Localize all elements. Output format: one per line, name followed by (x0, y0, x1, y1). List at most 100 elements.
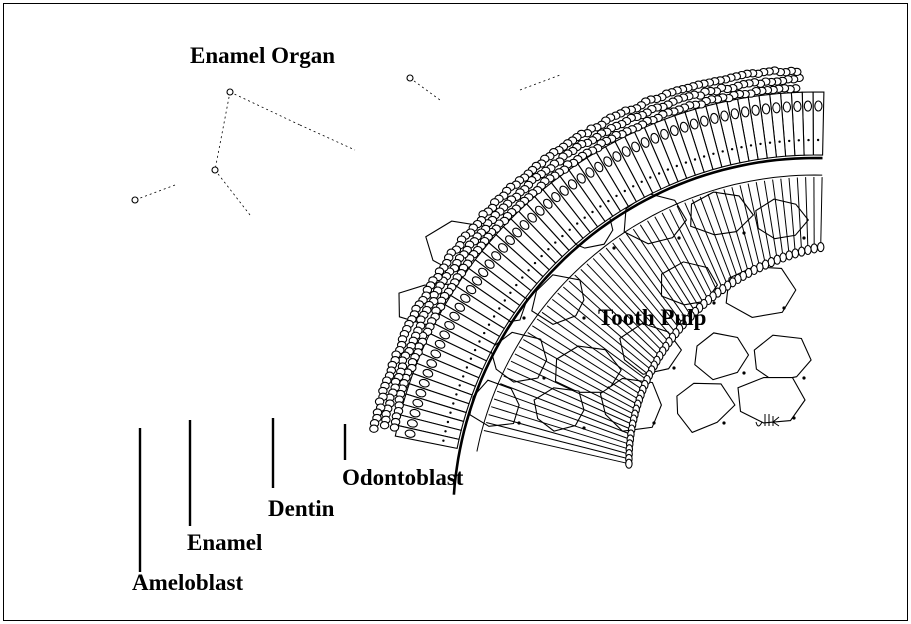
stellate-strand (230, 92, 300, 125)
ameloblast-dot (703, 155, 705, 157)
enamel-label: Enamel (187, 530, 262, 555)
ameloblast-nucleus (815, 101, 822, 111)
ameloblast-dot (667, 168, 669, 170)
tooth-pulp-label: Tooth Pulp (598, 305, 706, 330)
pulp-nucleus (712, 301, 715, 304)
odontoblast-nucleus (626, 459, 632, 468)
ameloblast-dot (778, 141, 780, 143)
pulp-cell (532, 275, 584, 325)
pulp-nucleus (722, 421, 725, 424)
ameloblast-nucleus (772, 102, 780, 113)
ameloblast-dot (478, 340, 480, 342)
ameloblast-dot (459, 384, 461, 386)
odontoblast-nucleus (798, 247, 804, 256)
stellate-strand (135, 185, 175, 200)
ameloblast-dot (624, 190, 626, 192)
odontoblast-process (806, 177, 808, 250)
ameloblast-label: Ameloblast (132, 570, 244, 595)
pulp-nucleus (652, 421, 655, 424)
ameloblast-dot (694, 158, 696, 160)
stellate-strand (215, 170, 250, 215)
ameloblast-dot (447, 421, 449, 423)
ameloblast-dot (817, 139, 819, 141)
ameloblast-nucleus (794, 101, 802, 111)
pulp-cell (738, 378, 805, 423)
ameloblast-dot (462, 375, 464, 377)
ameloblast-dot (641, 181, 643, 183)
stellate-strand (300, 125, 355, 150)
ameloblast-dot (685, 161, 687, 163)
pulp-nucleus (677, 236, 680, 239)
pulp-cell (677, 383, 735, 432)
odontoblast-nucleus (805, 246, 811, 255)
ameloblast-dot (442, 440, 444, 442)
ameloblast-dot (474, 349, 476, 351)
pulp-nucleus (742, 371, 745, 374)
ameloblast-dot (509, 292, 511, 294)
stellate-cell (227, 89, 233, 95)
ameloblast-dot (731, 148, 733, 150)
dentin-label: Dentin (268, 496, 335, 521)
ameloblast-dot (591, 211, 593, 213)
outer-cell (390, 424, 398, 431)
ameloblast-dot (470, 358, 472, 360)
ameloblast-dot (740, 146, 742, 148)
stellate-reticulum (132, 75, 560, 215)
pulp-nucleus (582, 316, 585, 319)
stellate-strand (520, 75, 560, 90)
ameloblast-dot (527, 269, 529, 271)
ameloblast-dot (521, 276, 523, 278)
ameloblast-dot (504, 299, 506, 301)
ameloblast-dot (722, 150, 724, 152)
ameloblast-dot (788, 140, 790, 142)
ameloblast-dot (798, 139, 800, 141)
ameloblast-dot (649, 176, 651, 178)
ameloblast-dot (750, 144, 752, 146)
ameloblast-dot (676, 165, 678, 167)
ameloblast-dot (607, 200, 609, 202)
ameloblast-dot (554, 241, 556, 243)
odontoblast-label: Odontoblast (342, 465, 464, 490)
ameloblast-dot (584, 217, 586, 219)
ameloblast-dot (569, 229, 571, 231)
ameloblast-dot (466, 366, 468, 368)
ameloblast-dot (498, 307, 500, 309)
ameloblast-dot (540, 255, 542, 257)
ameloblast-dot (547, 248, 549, 250)
ameloblast-dot (712, 153, 714, 155)
pulp-nucleus (782, 306, 785, 309)
odontoblast-nucleus (818, 243, 824, 252)
ameloblast-dot (632, 185, 634, 187)
odontoblast-process (821, 177, 822, 247)
pulp-nucleus (792, 416, 795, 419)
pulp-cell (534, 388, 584, 431)
odontoblast-nucleus (811, 244, 817, 253)
ameloblast-dot (534, 262, 536, 264)
ameloblast-dot (561, 235, 563, 237)
stellate-cell (212, 167, 218, 173)
pulp-cell (754, 335, 811, 381)
ameloblast-dot (493, 315, 495, 317)
outer-cell (380, 422, 388, 429)
pulp-cell (695, 333, 749, 380)
ameloblast-dot (483, 332, 485, 334)
ameloblast-dot (807, 139, 809, 141)
ameloblast-dot (452, 402, 454, 404)
pulp-cell (691, 192, 754, 235)
stellate-strand (410, 78, 440, 100)
ameloblast-dot (515, 284, 517, 286)
odontoblast-process (484, 431, 629, 464)
enamel-organ-label: Enamel Organ (190, 43, 335, 68)
ameloblast-dot (449, 412, 451, 414)
ameloblast-dot (488, 324, 490, 326)
pulp-nucleus (802, 236, 805, 239)
outer-cell (370, 425, 378, 432)
stellate-cell (407, 75, 413, 81)
ameloblast-dot (615, 195, 617, 197)
pulp-nucleus (672, 366, 675, 369)
ameloblast-dot (444, 430, 446, 432)
pulp-nucleus (522, 316, 525, 319)
stellate-cell (132, 197, 138, 203)
stellate-strand (215, 92, 230, 170)
